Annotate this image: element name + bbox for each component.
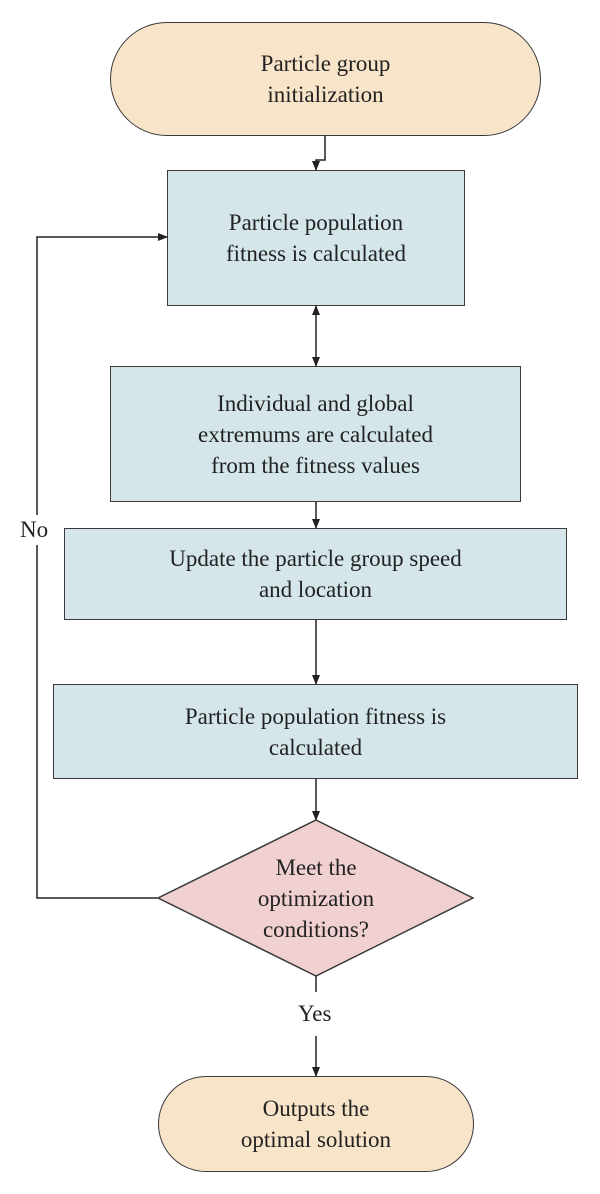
fitness-calculation-box-2: Particle population fitness is calculate…	[53, 684, 578, 779]
decision-label: Meet the optimization conditions?	[216, 840, 416, 956]
start-label: Particle group initialization	[260, 51, 391, 107]
extremums-label: Individual and global extremums are calc…	[198, 390, 433, 478]
edge-decision-no-loop	[36, 545, 158, 899]
end-label: Outputs the optimal solution	[240, 1096, 392, 1152]
update-box: Update the particle group speed and loca…	[64, 528, 567, 620]
fitness-calculation-label-2: Particle population fitness is calculate…	[184, 703, 447, 760]
fitness-calculation-label: Particle population fitness is calculate…	[225, 210, 407, 266]
start-terminator: Particle group initialization	[110, 22, 541, 136]
edge-start-to-fitness	[312, 136, 326, 171]
decision-diamond	[156, 819, 475, 977]
decision-text: Meet the optimization conditions?	[257, 854, 375, 942]
fitness-calculation-box: Particle population fitness is calculate…	[167, 170, 465, 306]
end-terminator: Outputs the optimal solution	[158, 1076, 474, 1172]
no-edge-label: No	[20, 517, 49, 542]
edge-decision-no-loop-upper	[36, 233, 168, 515]
update-label: Update the particle group speed and loca…	[169, 546, 462, 602]
yes-edge-label: Yes	[298, 1001, 332, 1026]
extremums-box: Individual and global extremums are calc…	[110, 366, 521, 502]
